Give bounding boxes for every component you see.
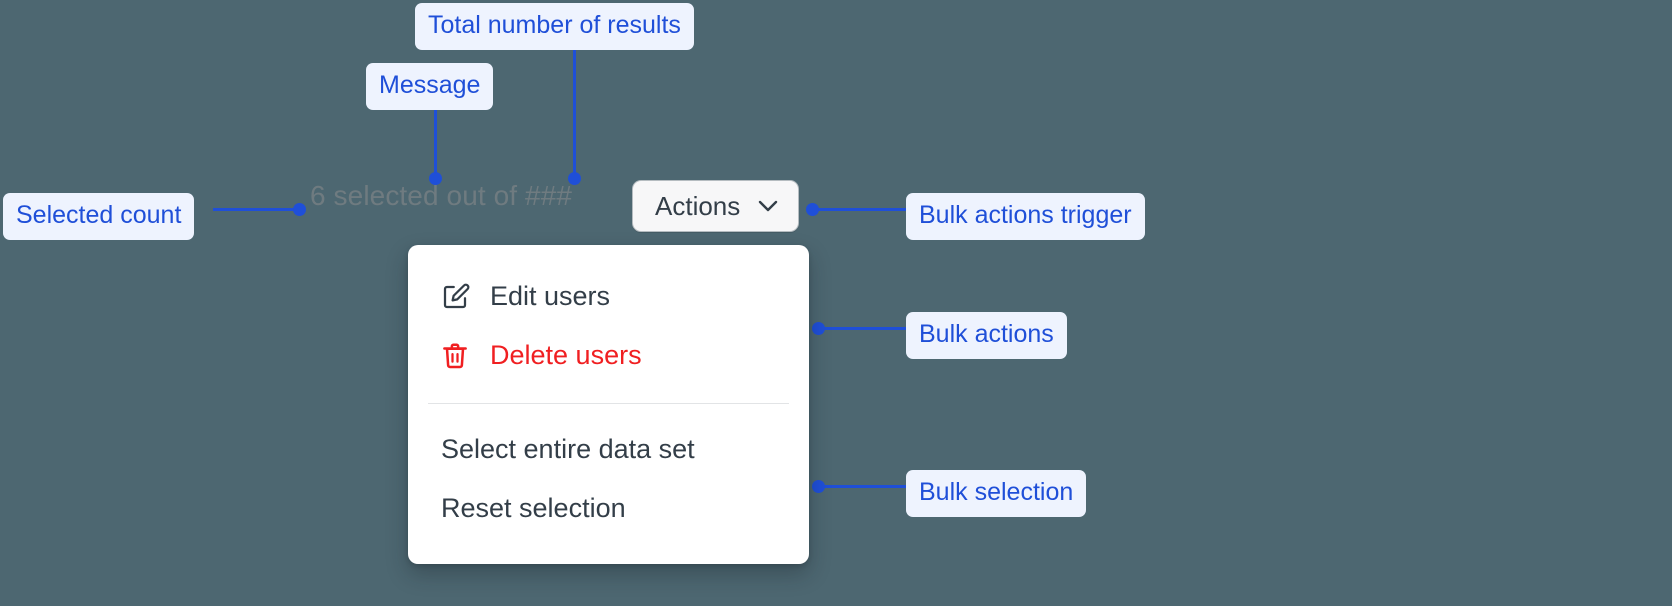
menu-item-delete-users[interactable]: Delete users <box>408 326 809 385</box>
bulk-actions-dropdown-menu: Edit users Delete users Select entire da… <box>408 245 809 564</box>
annotation-total-number-of-results: Total number of results <box>415 3 694 50</box>
connector-dot-selected-count <box>293 203 306 216</box>
connector-dot-total-results <box>568 172 581 185</box>
connector-dot-message <box>429 172 442 185</box>
connector-line-selected-count <box>213 208 303 211</box>
bulk-actions-trigger-button[interactable]: Actions <box>632 180 800 232</box>
trash-icon <box>440 341 470 371</box>
connector-line-bulk-actions <box>818 327 908 330</box>
menu-item-edit-users[interactable]: Edit users <box>408 267 809 326</box>
connector-line-total-results <box>573 38 576 178</box>
annotation-bulk-actions: Bulk actions <box>906 312 1067 359</box>
selected-count-message: 6 selected out of ### <box>310 180 573 211</box>
actions-button-label: Actions <box>655 191 741 221</box>
annotation-bulk-actions-trigger: Bulk actions trigger <box>906 193 1145 240</box>
menu-item-select-entire-data-set[interactable]: Select entire data set <box>408 420 809 479</box>
menu-item-delete-users-label: Delete users <box>490 340 642 370</box>
menu-divider <box>428 403 789 404</box>
annotation-selected-count: Selected count <box>3 193 195 240</box>
annotation-bulk-selection: Bulk selection <box>906 470 1087 517</box>
menu-item-select-entire-data-set-label: Select entire data set <box>441 434 695 464</box>
annotation-message: Message <box>366 63 494 110</box>
chevron-down-icon <box>758 200 778 212</box>
connector-line-message <box>434 92 437 178</box>
connector-line-bulk-actions-trigger <box>812 208 907 211</box>
edit-pencil-icon <box>440 282 470 312</box>
connector-dot-bulk-actions-trigger <box>806 203 819 216</box>
menu-item-reset-selection[interactable]: Reset selection <box>408 479 809 538</box>
connector-dot-bulk-actions <box>812 322 825 335</box>
connector-dot-bulk-selection <box>812 480 825 493</box>
menu-item-edit-users-label: Edit users <box>490 281 611 311</box>
menu-item-reset-selection-label: Reset selection <box>441 493 626 523</box>
connector-line-bulk-selection <box>818 485 908 488</box>
